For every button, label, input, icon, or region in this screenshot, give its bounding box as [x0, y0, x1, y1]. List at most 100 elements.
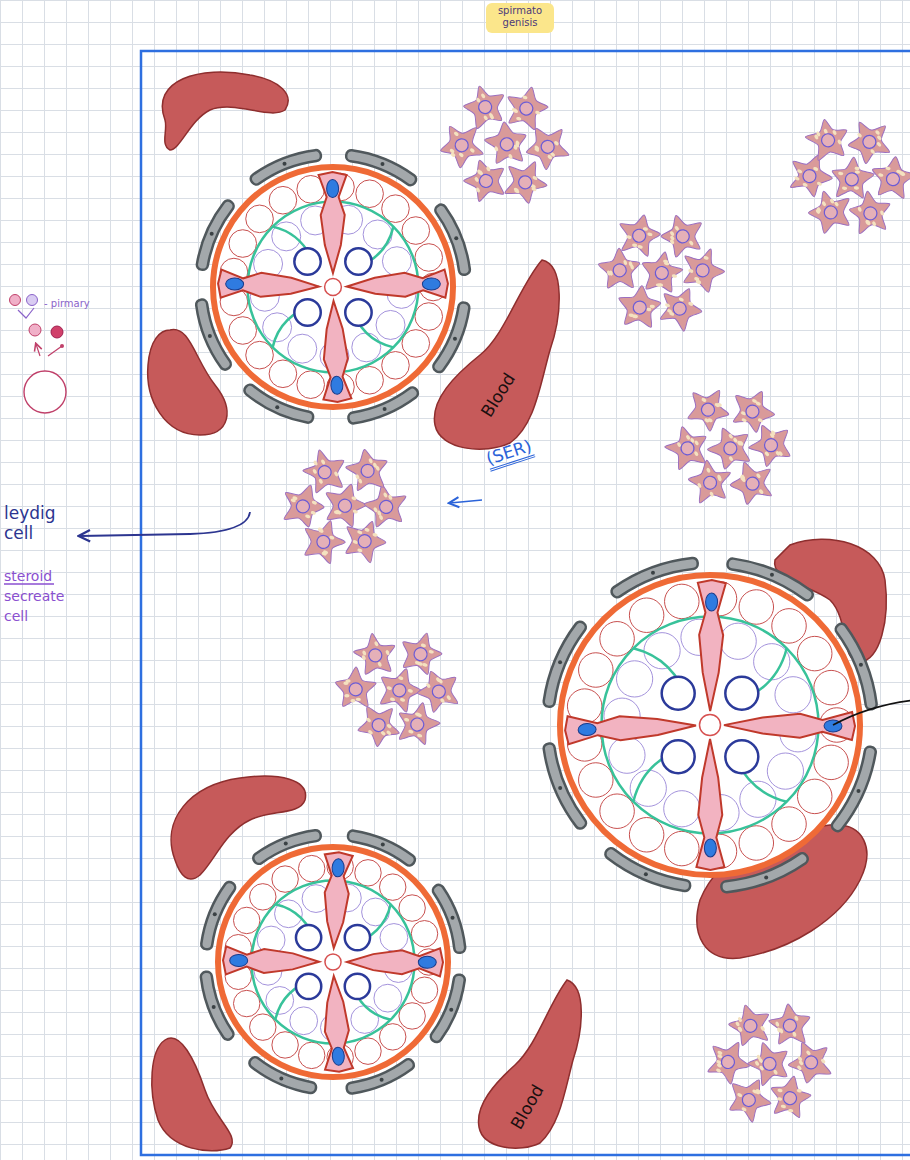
- sertoli-nucleus: [422, 278, 440, 291]
- lipid-droplet: [628, 261, 633, 267]
- lipid-droplet: [446, 695, 452, 701]
- lipid-droplet: [366, 717, 372, 723]
- primary-spermatocyte: [362, 898, 390, 926]
- myoid-nucleus: [275, 405, 279, 409]
- leydig-nucleus: [701, 474, 718, 491]
- lipid-droplet: [879, 210, 884, 216]
- leydig-cytoplasm: [616, 283, 662, 328]
- lipid-droplet: [358, 478, 363, 484]
- function-note-text: steroid secreate cell: [4, 566, 76, 626]
- spermatogonium: [797, 636, 832, 671]
- myoid-nucleus: [284, 842, 288, 846]
- note-label-text: - pirmary: [44, 298, 90, 309]
- lipid-droplet: [773, 1069, 779, 1075]
- primary-spermatocyte: [720, 623, 756, 659]
- spermatogonium: [402, 217, 430, 245]
- sertoli-cytoplasm: [319, 172, 347, 273]
- spermatogonium: [298, 855, 324, 881]
- myoid-nucleus: [210, 232, 214, 236]
- lipid-droplet: [794, 176, 800, 181]
- lipid-droplet: [344, 694, 349, 697]
- side-sketch: [10, 295, 67, 414]
- function-note: steroid secreate cell: [4, 566, 76, 626]
- leydig-nucleus: [391, 682, 407, 698]
- spermatogonium: [797, 779, 832, 814]
- sketch-stroke: [48, 346, 62, 356]
- lipid-droplet: [476, 169, 482, 175]
- grid-paper-part: [0, 0, 910, 1]
- leydig-cell: [297, 514, 350, 566]
- leydig-cell: [681, 380, 737, 436]
- lipid-droplet: [626, 235, 632, 240]
- primary-spermatocyte: [363, 220, 392, 249]
- lipid-droplet: [797, 1056, 803, 1062]
- grid-paper-part: [0, 110, 910, 111]
- myoid-nucleus: [770, 573, 774, 577]
- cell-sketch: [27, 295, 38, 306]
- spermatogonium: [415, 303, 443, 331]
- lipid-droplet: [737, 1092, 743, 1097]
- leydig-cell: [459, 152, 515, 209]
- grid-paper-part: [0, 1144, 910, 1145]
- myoid-nucleus: [558, 660, 562, 664]
- lipid-droplet: [741, 418, 747, 423]
- lipid-droplet: [480, 93, 486, 99]
- spermatogonium: [297, 371, 325, 399]
- lipid-droplet: [386, 723, 392, 729]
- lipid-droplet: [717, 1050, 723, 1055]
- leydig-nucleus: [699, 401, 717, 419]
- lipid-droplet: [385, 650, 390, 656]
- leydig-cytoplasm: [802, 113, 856, 168]
- sertoli-nucleus: [578, 723, 596, 736]
- lipid-droplet: [352, 509, 358, 514]
- lipid-droplet: [290, 498, 296, 503]
- leydig-cell: [783, 147, 839, 202]
- lipid-droplet: [388, 494, 393, 500]
- spermatogonium: [233, 907, 259, 933]
- primary-spermatocyte: [767, 753, 803, 789]
- leydig-cytoplasm: [869, 154, 910, 199]
- leydig-nucleus: [654, 266, 669, 281]
- lipid-droplet: [758, 489, 764, 495]
- blood-vessel-shape: [434, 260, 559, 449]
- lipid-droplet: [440, 698, 446, 704]
- leydig-cluster: [335, 627, 469, 752]
- grid-paper-part: [0, 968, 910, 969]
- leydig-nucleus: [721, 439, 739, 457]
- sertoli-nucleus: [705, 593, 717, 611]
- lipid-droplet: [547, 154, 553, 160]
- sertoli-nucleus: [230, 954, 248, 966]
- blood-vessel-outline: [430, 255, 565, 450]
- lipid-droplet: [832, 129, 837, 135]
- sertoli-nucleus: [327, 180, 339, 198]
- lipid-droplet: [312, 468, 318, 474]
- spermatogonium: [665, 831, 700, 866]
- lipid-droplet: [737, 1026, 743, 1032]
- lipid-droplet: [469, 147, 475, 153]
- spermatogonium: [814, 745, 849, 780]
- lipid-droplet: [796, 1065, 802, 1071]
- lipid-droplet: [458, 152, 464, 158]
- lipid-droplet: [738, 440, 744, 446]
- grid-paper-part: [0, 0, 1, 1160]
- spermatogonium: [814, 670, 849, 705]
- lipid-droplet: [633, 315, 639, 319]
- primary-spermatocyte: [376, 310, 405, 339]
- leydig-nucleus: [453, 136, 471, 154]
- cell-sketch: [10, 295, 21, 306]
- leydig-cell: [653, 280, 708, 335]
- leydig-nucleus: [740, 1091, 757, 1108]
- grid-paper-part: [88, 0, 89, 1160]
- lipid-droplet: [688, 268, 694, 273]
- lipid-droplet: [531, 187, 537, 192]
- lumen: [700, 715, 721, 736]
- cell-sketch: [29, 324, 41, 336]
- blood-vessel: [162, 72, 288, 150]
- lipid-droplet: [735, 1021, 741, 1027]
- lipid-droplet: [377, 661, 382, 667]
- lipid-droplet: [777, 1097, 783, 1101]
- leydig-nucleus: [476, 98, 494, 116]
- leydig-nucleus: [477, 172, 495, 190]
- lipid-droplet: [737, 1026, 743, 1032]
